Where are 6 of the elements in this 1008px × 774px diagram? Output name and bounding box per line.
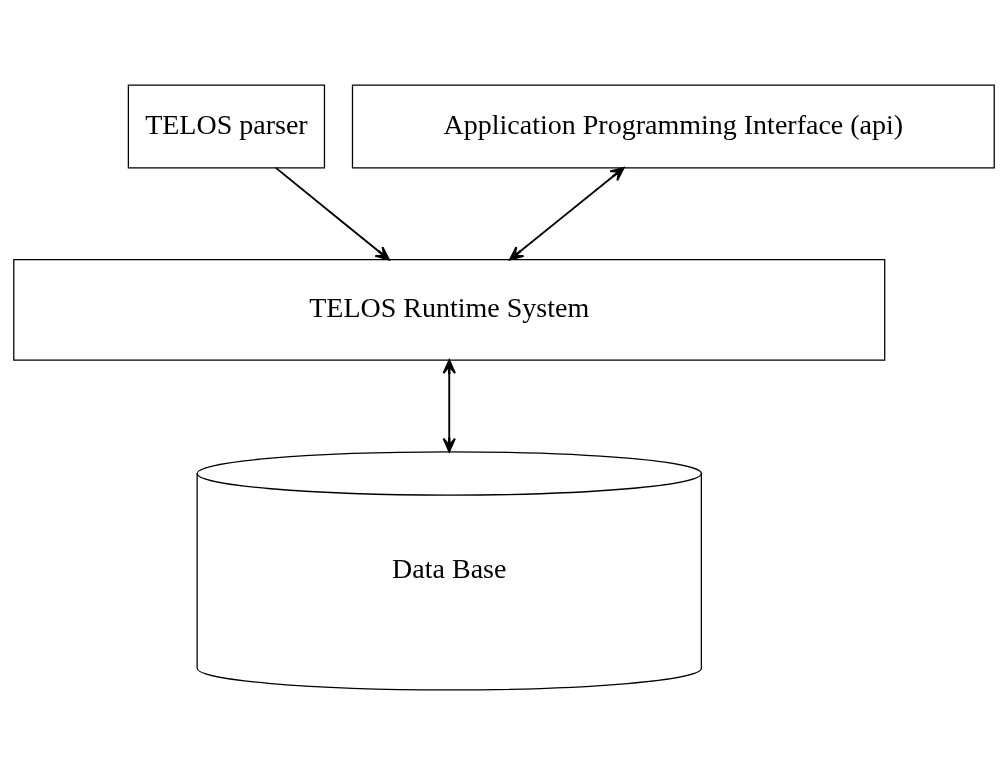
node-box: Application Programming Interface (api) <box>351 83 995 168</box>
arrow <box>509 166 625 260</box>
arrow <box>274 166 390 260</box>
node-box: TELOS parser <box>127 83 326 168</box>
node-box: TELOS Runtime System <box>13 258 886 361</box>
arrow <box>442 358 456 452</box>
